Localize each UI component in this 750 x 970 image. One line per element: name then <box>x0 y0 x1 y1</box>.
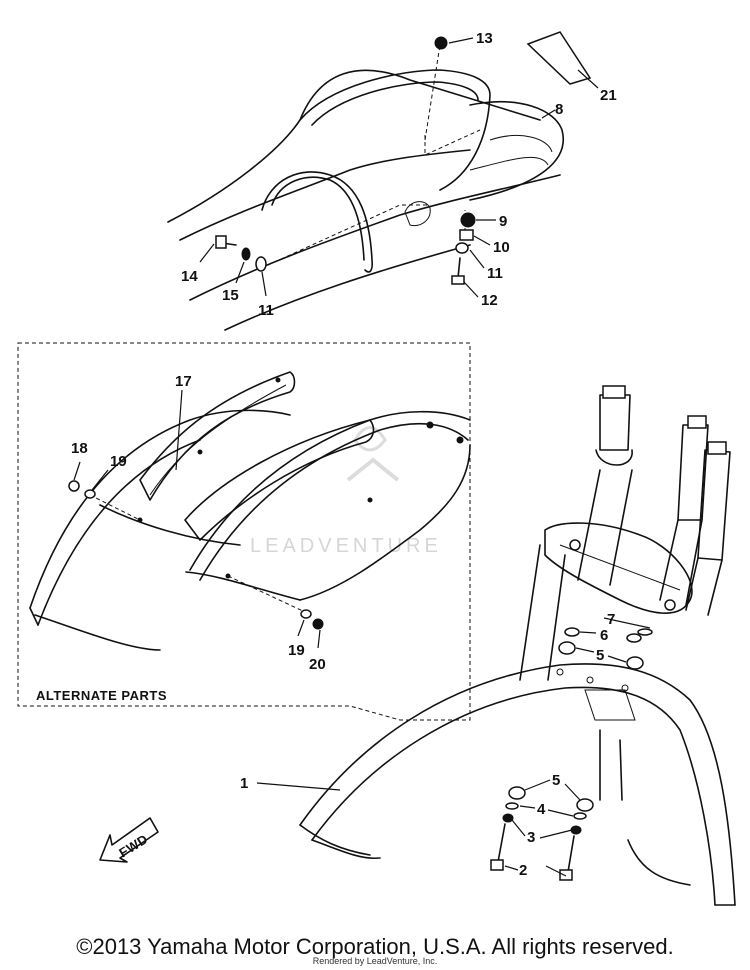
rendered-by-text: Rendered by LeadVenture, Inc. <box>312 956 438 966</box>
callout-15: 15 <box>222 287 239 304</box>
watermark: LEADVENTURE <box>250 426 442 557</box>
alternate-parts-label: ALTERNATE PARTS <box>36 688 167 703</box>
leader-lines <box>73 37 651 877</box>
copyright-text: ©2013 Yamaha Motor Corporation, U.S.A. A… <box>76 934 674 959</box>
callout-20: 20 <box>309 656 326 673</box>
callout-14: 14 <box>181 268 198 285</box>
fork-hardware <box>490 627 653 881</box>
callout-17: 17 <box>175 373 192 390</box>
callout-8: 8 <box>555 101 563 118</box>
callout-1: 1 <box>240 775 248 792</box>
callout-9: 9 <box>499 213 507 230</box>
callout-10: 10 <box>493 239 510 256</box>
callout-7: 7 <box>607 611 615 628</box>
callout-6: 6 <box>600 627 608 644</box>
callout-19-right: 19 <box>288 642 305 659</box>
alt-fender-rear <box>89 410 471 613</box>
callout-11-left: 11 <box>258 302 274 319</box>
fwd-arrow: FWD <box>99 817 159 863</box>
front-forks <box>519 385 731 801</box>
alt-hardware <box>68 480 324 630</box>
callout-5-top: 5 <box>596 647 604 664</box>
parts-diagram: LEADVENTURE <box>17 30 736 906</box>
callout-11-right: 11 <box>487 265 503 282</box>
callout-5-bottom: 5 <box>552 772 560 789</box>
alternate-parts-box: ALTERNATE PARTS <box>17 342 471 721</box>
callout-19-left: 19 <box>110 453 127 470</box>
callout-13: 13 <box>476 30 493 47</box>
front-fender <box>299 663 736 906</box>
hardware-top <box>215 31 592 285</box>
callout-4: 4 <box>537 801 546 818</box>
callout-3: 3 <box>527 829 535 846</box>
alt-fender-front <box>29 371 296 651</box>
callout-21: 21 <box>600 87 617 104</box>
callouts: 13 21 8 9 10 11 12 14 15 11 17 18 19 19 … <box>71 30 617 879</box>
watermark-text: LEADVENTURE <box>250 535 442 557</box>
fwd-label: FWD <box>116 831 150 860</box>
callout-12: 12 <box>481 292 498 309</box>
callout-2: 2 <box>519 862 527 879</box>
callout-18: 18 <box>71 440 88 457</box>
